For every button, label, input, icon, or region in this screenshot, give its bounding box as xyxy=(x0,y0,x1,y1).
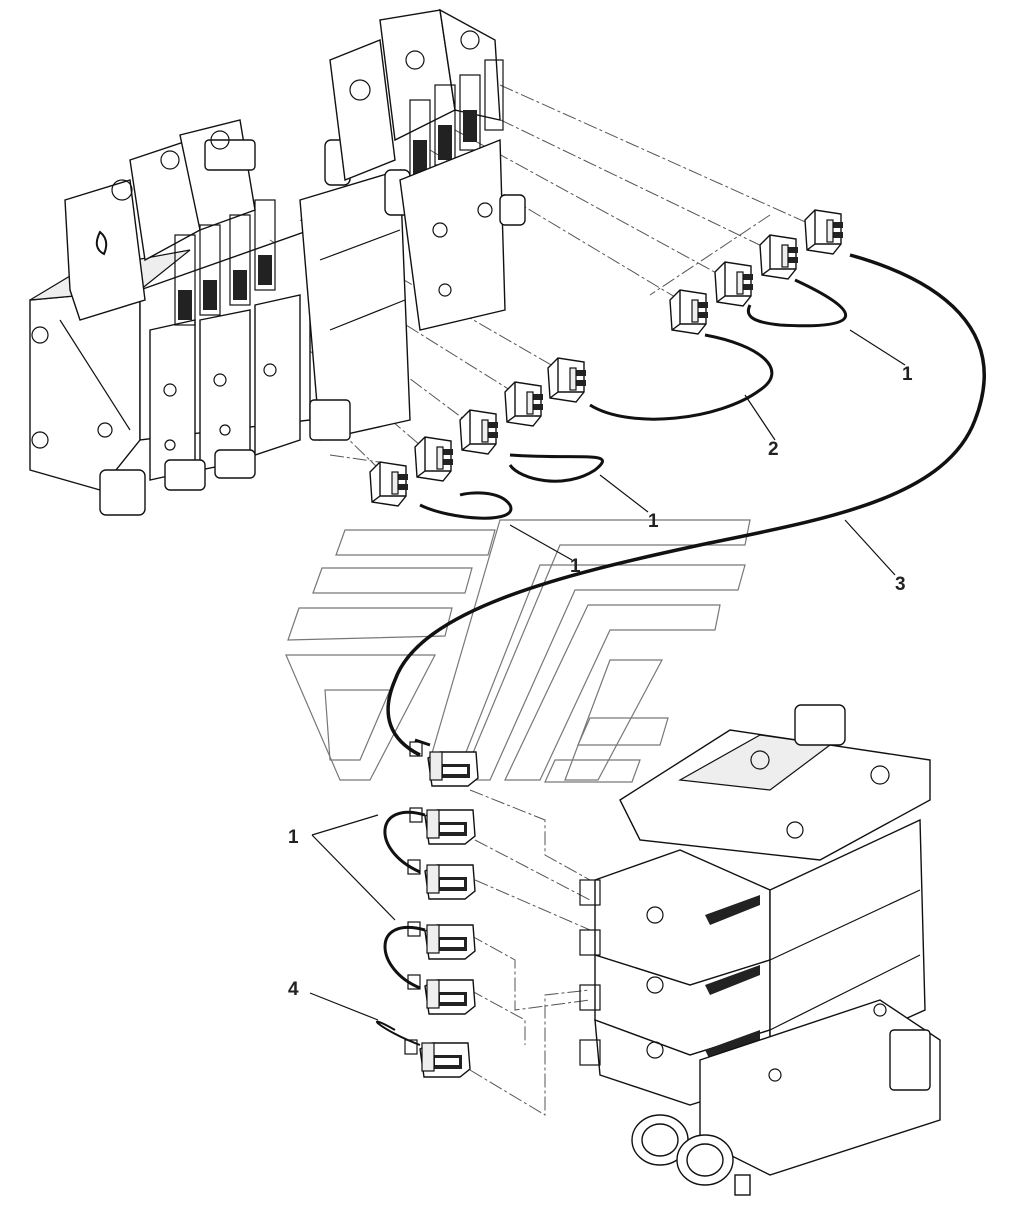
connector-plug xyxy=(714,261,754,307)
callout-leaders xyxy=(309,329,906,1021)
callout-4: 4 xyxy=(288,979,299,1000)
callout-1-left: 1 xyxy=(570,556,581,577)
watermark-logo xyxy=(285,519,751,783)
connector-plug xyxy=(424,924,476,960)
connector-plug xyxy=(459,409,499,455)
connector-plug xyxy=(427,751,479,787)
callout-labels: 1 1 1 2 3 1 4 xyxy=(288,364,913,1000)
callout-1-upper-right: 1 xyxy=(902,364,913,385)
connector-plug xyxy=(424,979,476,1015)
valve-bank-top-left xyxy=(29,119,411,516)
connector-column-lower xyxy=(375,738,479,1078)
connector-plug xyxy=(419,1042,471,1078)
callout-2: 2 xyxy=(768,439,779,460)
callout-1-middle: 1 xyxy=(648,511,659,532)
harness-long-cable xyxy=(386,253,986,757)
harness-top-right-pair xyxy=(589,209,848,421)
valve-bank-top-right xyxy=(329,8,526,331)
connector-plug xyxy=(759,234,799,280)
callout-3: 3 xyxy=(895,574,906,595)
connector-plug xyxy=(504,381,544,427)
connector-plug xyxy=(414,436,454,482)
connector-plug xyxy=(547,357,587,403)
connector-plug xyxy=(804,209,844,255)
harness-mid-left xyxy=(369,357,604,520)
callout-1-lower: 1 xyxy=(288,827,299,848)
connector-plug xyxy=(369,461,409,507)
connector-plug xyxy=(424,864,476,900)
connector-plug xyxy=(669,289,709,335)
valve-bank-bottom-right xyxy=(579,704,941,1196)
connector-plug xyxy=(424,809,476,845)
